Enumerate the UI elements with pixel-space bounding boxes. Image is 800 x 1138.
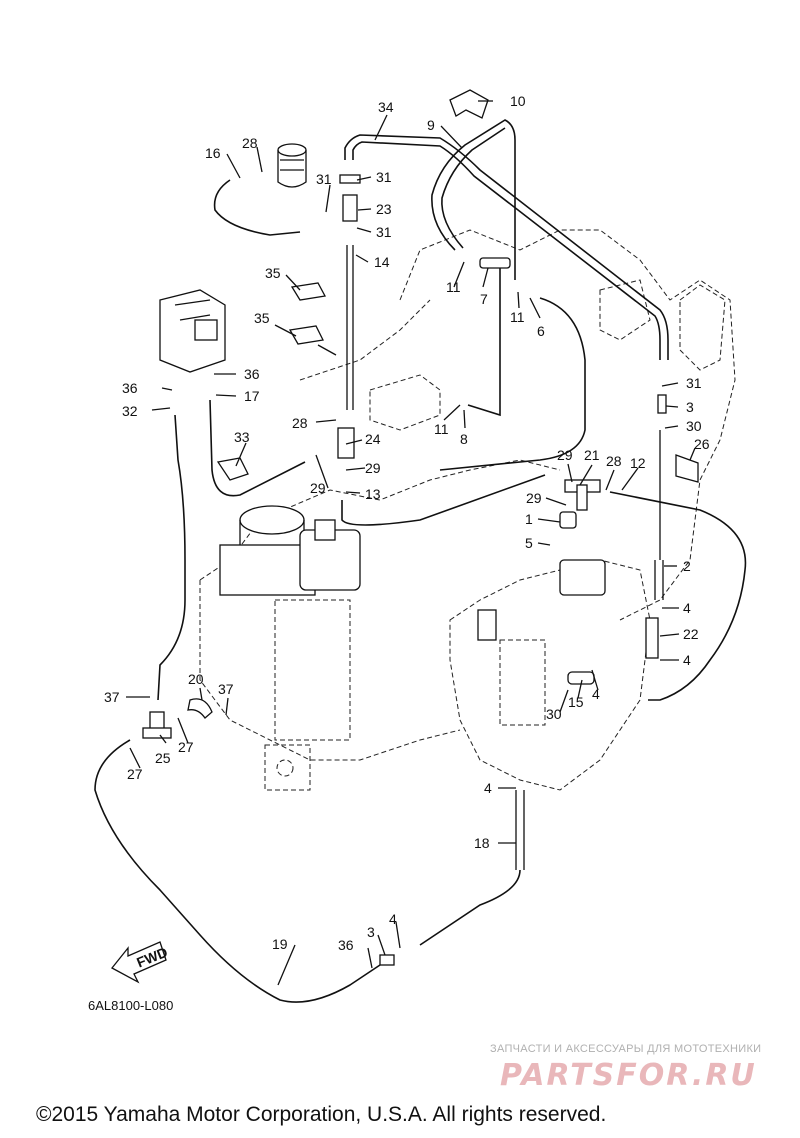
fittings [142, 174, 667, 966]
callout-2: 2 [683, 558, 691, 574]
callout-27b: 27 [127, 766, 143, 782]
callout-31b: 31 [316, 171, 332, 187]
callout-29b: 29 [310, 480, 326, 496]
callout-29d: 29 [526, 490, 542, 506]
clamp-33 [216, 457, 249, 481]
callout-28a: 28 [242, 135, 258, 151]
callout-14: 14 [374, 254, 390, 270]
callout-28c: 28 [606, 453, 622, 469]
callout-31d: 31 [686, 375, 702, 391]
callout-11c: 11 [434, 421, 449, 437]
callout-17: 17 [244, 388, 260, 404]
callout-37a: 37 [104, 689, 120, 705]
callout-30b: 30 [546, 706, 562, 722]
diagram-part-code: 6AL8100-L080 [88, 998, 174, 1013]
callout-19: 19 [272, 936, 288, 952]
callout-36a: 36 [122, 380, 138, 396]
callout-31c: 31 [376, 224, 392, 240]
callout-3a: 3 [686, 399, 694, 415]
callout-4a: 4 [683, 600, 691, 616]
callout-18: 18 [474, 835, 490, 851]
callout-35a: 35 [265, 265, 281, 281]
callout-26: 26 [694, 436, 710, 452]
callout-25: 25 [155, 750, 171, 766]
clamp-10 [449, 89, 489, 119]
callout-36c: 36 [338, 937, 354, 953]
callout-21: 21 [584, 447, 600, 463]
callout-13: 13 [365, 486, 381, 502]
callout-7: 7 [480, 291, 488, 307]
callout-4b: 4 [683, 652, 691, 668]
callout-5: 5 [525, 535, 533, 551]
watermark-tagline: ЗАПЧАСТИ И АКСЕССУАРЫ ДЛЯ МОТОТЕХНИКИ [490, 1043, 762, 1055]
callout-15: 15 [568, 694, 584, 710]
callout-33: 33 [234, 429, 250, 445]
callout-23: 23 [376, 201, 392, 217]
throttle-body [219, 505, 361, 596]
callout-35b: 35 [254, 310, 270, 326]
callout-8: 8 [460, 431, 468, 447]
copyright-notice: ©2015 Yamaha Motor Corporation, U.S.A. A… [36, 1103, 607, 1126]
watermark-logo: PARTSFOR.RU [500, 1058, 757, 1093]
callout-34: 34 [378, 99, 394, 115]
callout-11b: 11 [510, 309, 525, 325]
callout-9: 9 [427, 117, 435, 133]
filter-bracket [159, 289, 226, 373]
callout-6: 6 [537, 323, 545, 339]
callout-1: 1 [525, 511, 533, 527]
fwd-arrow: FWD [111, 941, 170, 984]
callout-10: 10 [510, 93, 526, 109]
callout-29c: 29 [557, 447, 573, 463]
callout-32: 32 [122, 403, 138, 419]
callout-24: 24 [365, 431, 381, 447]
callout-20: 20 [188, 671, 204, 687]
fuel-pump-block [477, 559, 606, 641]
callout-28b: 28 [292, 415, 308, 431]
callout-30a: 30 [686, 418, 702, 434]
callout-27a: 27 [178, 739, 194, 755]
callout-12: 12 [630, 455, 646, 471]
callout-36b: 36 [244, 366, 260, 382]
fuel-filter-16 [277, 143, 307, 188]
callout-4c: 4 [592, 686, 600, 702]
callout-4d: 4 [484, 780, 492, 796]
clamp-26 [675, 454, 699, 483]
callout-37b: 37 [218, 681, 234, 697]
callout-29a: 29 [365, 460, 381, 476]
callout-31a: 31 [376, 169, 392, 185]
leader-lines [126, 100, 696, 986]
callout-3b: 3 [367, 924, 375, 940]
hoses [94, 119, 747, 1003]
callout-labels: 10 9 34 28 16 31 31 23 31 14 35 35 36 36… [104, 93, 710, 953]
callout-11a: 11 [446, 279, 461, 295]
callout-22: 22 [683, 626, 699, 642]
clamps-35 [288, 282, 327, 345]
callout-16: 16 [205, 145, 221, 161]
callout-4e: 4 [389, 911, 397, 927]
